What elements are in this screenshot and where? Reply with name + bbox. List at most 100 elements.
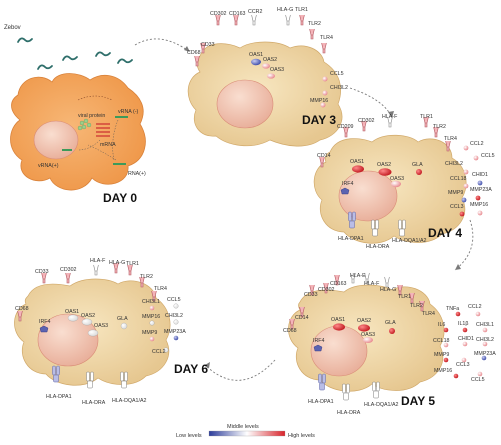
gene-label-mmp16: MMP16	[142, 314, 160, 320]
gene-dot	[473, 155, 479, 161]
day5-panel: CD163 HLA-E HLA-F CD33 CD302 HLA-G TLR1 …	[283, 272, 496, 416]
receptor-label-cd302: CD302	[210, 11, 227, 17]
hla-label-dqa: HLA-DQA1/A2	[392, 238, 426, 244]
protein-oas1	[251, 58, 261, 66]
gene-label-mmp16: MMP16	[434, 368, 452, 374]
protein-label-oas2: OAS2	[81, 313, 95, 319]
legend-high-label: High levels	[288, 433, 315, 439]
protein-label-oas3: OAS3	[94, 323, 108, 329]
vrna-pos-label: vRNA(+)	[38, 163, 59, 169]
vrna-neg-label: vRNA (-)	[118, 109, 139, 115]
protein-oas1	[333, 323, 345, 331]
arrow-day0-to-day3	[134, 38, 191, 53]
gene-dot	[163, 347, 169, 353]
hla-label-dra: HLA-DRA	[82, 400, 106, 406]
gene-label-ccl2: CCL2	[470, 141, 484, 147]
protein-oas2	[81, 318, 93, 326]
viral-protein-label: viral protein	[78, 113, 105, 119]
gene-dot	[443, 357, 449, 363]
receptor-label-tlr2: TLR2	[308, 21, 321, 27]
receptor-icon	[384, 276, 390, 288]
protein-oas3	[391, 180, 401, 188]
receptor-label-cd68: CD68	[283, 328, 297, 334]
receptor-label-cd302: CD302	[60, 267, 77, 273]
receptor-label-ccr2: CCR2	[248, 9, 262, 15]
hla-label-dpa1: HLA-DPA1	[308, 399, 334, 405]
receptor-icon	[93, 264, 99, 276]
gene-label-mmp23a: MMP23A	[164, 329, 186, 335]
day3-receptor-labels: CD302 CD163 CCR2 HLA-G TLR1 TLR2 TLR4 CD…	[187, 7, 333, 56]
protein-label-oas3: OAS3	[270, 67, 284, 73]
day6-receptor-labels: HLA-F HLA-G TLR1 CD33 CD302 TLR2 TLR4 CD…	[15, 258, 167, 312]
receptor-label-hla-g: HLA-G	[109, 260, 125, 266]
protein-gla	[120, 322, 128, 330]
protein-oas3	[363, 337, 373, 343]
day4-label: DAY 4	[428, 226, 462, 240]
receptor-label-cd14: CD14	[295, 315, 309, 321]
virus-icon	[117, 58, 133, 64]
gene-label-il6: IL6	[438, 322, 445, 328]
gene-label-mmp9: MMP9	[448, 190, 463, 196]
protein-label-oas1: OAS1	[331, 317, 345, 323]
gene-label-chi3l2: CHI3L2	[330, 85, 348, 91]
receptor-icon	[65, 272, 71, 284]
receptor-label-cd33: CD33	[201, 42, 215, 48]
gene-label-ccl2: CCL2	[468, 304, 482, 310]
gene-label-mmp9: MMP9	[142, 330, 157, 336]
virus-icon	[37, 64, 53, 70]
protein-label-irf4: IRF4	[39, 319, 51, 325]
gene-label-ccl3: CCL3	[450, 204, 464, 210]
gene-label-ccl18: CCL18	[433, 338, 450, 344]
gene-dot	[475, 311, 481, 317]
irf4-icon	[313, 344, 323, 352]
receptor-icon	[285, 14, 291, 26]
protein-label-oas1: OAS1	[350, 159, 364, 165]
protein-oas2	[378, 168, 392, 176]
irf4-icon	[39, 325, 49, 333]
gene-label-chi3l1: CHI3L1	[142, 299, 160, 305]
day4-receptor-labels: CD209 CD302 HLA-F TLR1 TLR2 TLR4 CD14	[317, 114, 457, 159]
day0-label: DAY 0	[103, 191, 137, 205]
arrow-heads	[184, 46, 461, 368]
receptor-icon	[251, 14, 257, 26]
gene-dot	[322, 90, 328, 96]
hla-label-dra: HLA-DRA	[366, 244, 390, 250]
protein-label-oas1: OAS1	[249, 52, 263, 58]
gene-dot	[149, 305, 155, 311]
day5-receptor-labels: CD163 HLA-E HLA-F CD33 CD302 HLA-G TLR1 …	[283, 273, 435, 334]
receptor-label-tlr4: TLR4	[154, 286, 167, 292]
gene-label-mmp16: MMP16	[470, 202, 488, 208]
arrow-head-day6	[205, 362, 210, 368]
day4-panel: CD209 CD302 HLA-F TLR1 TLR2 TLR4 CD14 OA…	[313, 114, 495, 250]
protein-gla	[416, 169, 422, 175]
gene-label-chid1: CHID1	[458, 336, 474, 342]
gene-dot	[443, 327, 449, 333]
protein-oas2	[262, 63, 270, 69]
day4-hla: HLA-DPA1 HLA-DRA HLA-DQA1/A2	[338, 211, 426, 250]
receptor-label-tlr2: TLR2	[433, 124, 446, 130]
gene-label-chi3l2: CHI3L2	[445, 161, 463, 167]
gene-dot	[173, 303, 179, 309]
arrow-head-day4	[388, 111, 394, 118]
virus-icon	[95, 51, 111, 57]
protein-oas1	[352, 165, 364, 173]
gene-dot	[322, 76, 328, 82]
day6-nucleus	[37, 313, 99, 367]
hla-label-dpa1: HLA-DPA1	[338, 236, 364, 242]
gene-label-ccl2: CCL2	[152, 349, 166, 355]
gene-dot	[477, 180, 483, 186]
gene-dot	[477, 210, 483, 216]
receptor-label-tlr1: TLR1	[398, 294, 411, 300]
gene-label-mmp23a: MMP23A	[470, 187, 492, 193]
receptor-label-cd302: CD302	[318, 287, 335, 293]
arrow-day4-to-day5	[454, 219, 474, 271]
protein-oas3	[87, 329, 99, 337]
day4-nucleus	[338, 170, 398, 222]
gene-dot	[173, 319, 179, 325]
gene-dot	[173, 335, 179, 341]
gene-dot	[461, 357, 467, 363]
protein-oas3	[267, 73, 275, 79]
gene-dot	[482, 327, 488, 333]
